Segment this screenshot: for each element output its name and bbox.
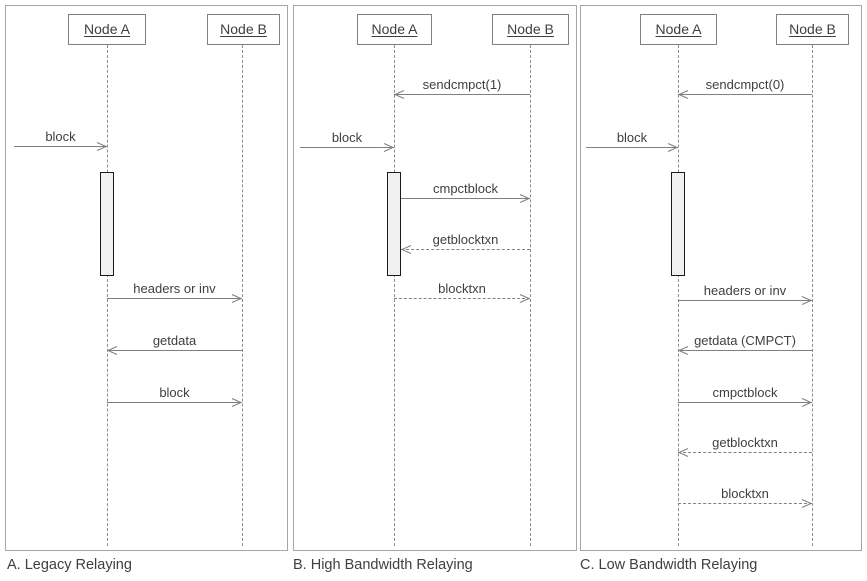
arrow-head-left-icon: [678, 90, 689, 99]
message-label: block: [616, 130, 648, 145]
message-label: getdata: [152, 333, 197, 348]
message-label: cmpctblock: [432, 181, 499, 196]
node-b-box: Node B: [776, 14, 849, 45]
message-block-relay: block: [107, 383, 242, 407]
message-sendcmpct-1: sendcmpct(1): [394, 75, 530, 99]
node-b-label: Node B: [789, 21, 836, 37]
lifeline-node-b: [242, 45, 243, 546]
message-getdata: getdata: [107, 331, 242, 355]
arrow-head-right-icon: [519, 294, 530, 303]
node-b-label: Node B: [507, 21, 554, 37]
message-block-incoming: block: [586, 128, 678, 152]
message-headers-or-inv: headers or inv: [678, 281, 812, 305]
panel-high-bandwidth-relaying: Node A Node B sendcmpct(1) block cmpctbl…: [293, 5, 577, 551]
lifeline-node-a: [107, 45, 108, 546]
message-line: [300, 147, 394, 148]
message-label: sendcmpct(1): [422, 77, 502, 92]
message-label: cmpctblock: [712, 385, 778, 400]
message-line: [401, 249, 530, 250]
message-block-incoming: block: [300, 128, 394, 152]
node-a-box: Node A: [357, 14, 432, 45]
message-block-incoming: block: [14, 127, 107, 151]
arrow-head-left-icon: [678, 448, 689, 457]
message-blocktxn: blocktxn: [394, 279, 530, 303]
activation-bar-node-a: [100, 172, 114, 276]
message-line: [401, 198, 530, 199]
message-line: [14, 146, 107, 147]
message-line: [586, 147, 678, 148]
arrow-head-right-icon: [519, 194, 530, 203]
activation-bar-node-a: [387, 172, 401, 276]
arrow-head-right-icon: [383, 143, 394, 152]
node-a-label: Node A: [371, 21, 418, 37]
message-blocktxn: blocktxn: [678, 484, 812, 508]
message-label: getblocktxn: [712, 435, 778, 450]
message-label: headers or inv: [703, 283, 787, 298]
arrow-head-left-icon: [401, 245, 412, 254]
message-headers-or-inv: headers or inv: [107, 279, 242, 303]
message-label: getblocktxn: [432, 232, 499, 247]
node-b-box: Node B: [492, 14, 569, 45]
node-a-box: Node A: [68, 14, 146, 45]
arrow-head-left-icon: [394, 90, 405, 99]
message-cmpctblock: cmpctblock: [401, 179, 530, 203]
panel-low-bandwidth-relaying: Node A Node B sendcmpct(0) block headers…: [580, 5, 862, 551]
message-label: blocktxn: [721, 486, 769, 501]
node-a-label: Node A: [84, 21, 130, 37]
arrow-head-right-icon: [801, 296, 812, 305]
message-line: [678, 350, 812, 351]
message-getdata-cmpct: getdata (CMPCT): [678, 331, 812, 355]
message-label: sendcmpct(0): [705, 77, 785, 92]
message-getblocktxn: getblocktxn: [678, 433, 812, 457]
message-line: [107, 350, 242, 351]
message-line: [394, 94, 530, 95]
arrow-head-right-icon: [231, 294, 242, 303]
message-sendcmpct-0: sendcmpct(0): [678, 75, 812, 99]
caption-legacy-relaying: A. Legacy Relaying: [7, 557, 132, 573]
message-line: [678, 452, 812, 453]
arrow-head-right-icon: [667, 143, 678, 152]
message-label: block: [159, 385, 190, 400]
message-line: [678, 300, 812, 301]
node-b-label: Node B: [220, 21, 267, 37]
message-line: [107, 402, 242, 403]
message-line: [394, 298, 530, 299]
arrow-head-right-icon: [801, 499, 812, 508]
message-label: getdata (CMPCT): [694, 333, 796, 348]
arrow-head-left-icon: [678, 346, 689, 355]
message-line: [678, 402, 812, 403]
message-label: blocktxn: [438, 281, 486, 296]
activation-bar-node-a: [671, 172, 685, 276]
message-label: block: [45, 129, 76, 144]
message-getblocktxn: getblocktxn: [401, 230, 530, 254]
message-line: [107, 298, 242, 299]
message-cmpctblock: cmpctblock: [678, 383, 812, 407]
panel-legacy-relaying: Node A Node B block headers or inv getda…: [5, 5, 288, 551]
node-a-label: Node A: [655, 21, 702, 37]
caption-low-bandwidth-relaying: C. Low Bandwidth Relaying: [580, 557, 758, 573]
lifeline-node-a: [678, 45, 679, 546]
arrow-head-right-icon: [96, 142, 107, 151]
arrow-head-right-icon: [801, 398, 812, 407]
arrow-head-left-icon: [107, 346, 118, 355]
message-line: [678, 94, 812, 95]
caption-high-bandwidth-relaying: B. High Bandwidth Relaying: [293, 557, 473, 573]
node-b-box: Node B: [207, 14, 280, 45]
arrow-head-right-icon: [231, 398, 242, 407]
lifeline-node-a: [394, 45, 395, 546]
lifeline-node-b: [530, 45, 531, 546]
message-label: block: [331, 130, 363, 145]
message-line: [678, 503, 812, 504]
node-a-box: Node A: [640, 14, 717, 45]
lifeline-node-b: [812, 45, 813, 546]
message-label: headers or inv: [133, 281, 216, 296]
